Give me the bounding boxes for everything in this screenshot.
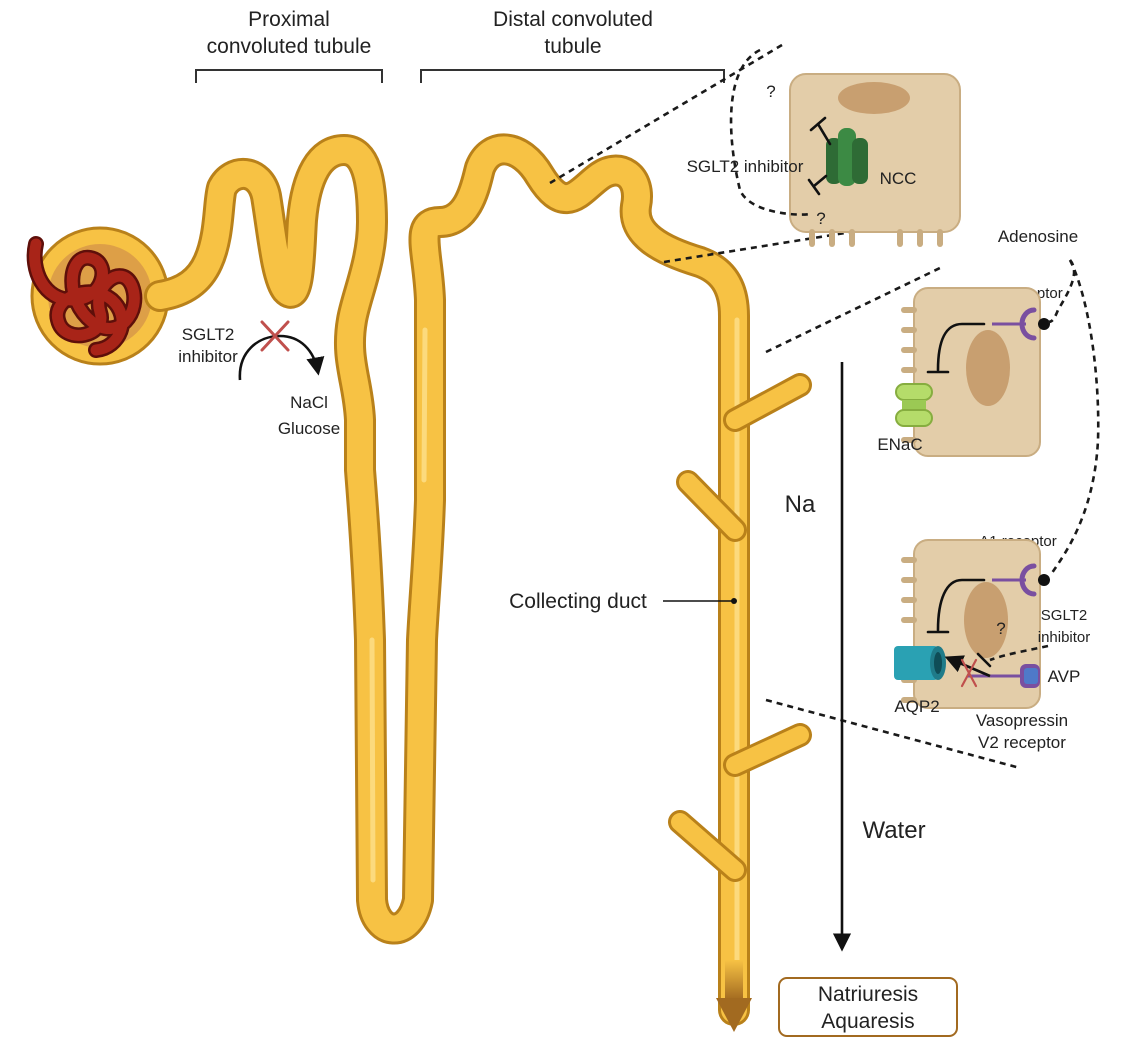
adenosine-link-bottom (1050, 260, 1098, 576)
proximal-bracket (196, 70, 382, 83)
proximal-label-line1: Proximal (248, 8, 330, 31)
aqp2-channel-icon (894, 646, 946, 680)
question-top: ? (766, 82, 775, 101)
distal-bracket (421, 70, 724, 83)
na-label: Na (785, 491, 816, 518)
question-bottom: ? (816, 209, 825, 228)
nephron-tubule (32, 149, 800, 1010)
sglt2-left-line1: SGLT2 (182, 325, 235, 344)
avp-label: AVP (1048, 667, 1081, 686)
nacl-label: NaCl (290, 393, 328, 412)
enac-label: ENaC (877, 435, 922, 454)
aqp2-cell (894, 540, 1050, 708)
collecting-duct-label: Collecting duct (509, 590, 647, 613)
proximal-label-line2: convoluted tubule (207, 35, 372, 58)
proximal-sglt2-block (240, 322, 318, 380)
question-cell: ? (996, 619, 1005, 638)
glucose-label: Glucose (278, 419, 340, 438)
ncc-label: NCC (880, 169, 917, 188)
v2-label-line2: V2 receptor (978, 733, 1066, 752)
aqp2-label: AQP2 (894, 697, 939, 716)
v2-label-line1: Vasopressin (976, 711, 1068, 730)
microvilli (812, 232, 940, 244)
sglt2-top-label: SGLT2 inhibitor (687, 157, 804, 176)
distal-label-line2: tubule (544, 35, 601, 58)
sglt2-right-line1: SGLT2 (1041, 607, 1087, 624)
sglt2-left-line2: inhibitor (178, 347, 238, 366)
water-label: Water (862, 817, 925, 844)
distal-label-line1: Distal convoluted (493, 8, 653, 31)
result-line2: Aquaresis (821, 1010, 914, 1033)
sglt2-right-line2: inhibitor (1038, 629, 1091, 646)
enac-cell (896, 288, 1050, 456)
result-line1: Natriuresis (818, 983, 918, 1006)
adenosine-label: Adenosine (998, 227, 1078, 246)
